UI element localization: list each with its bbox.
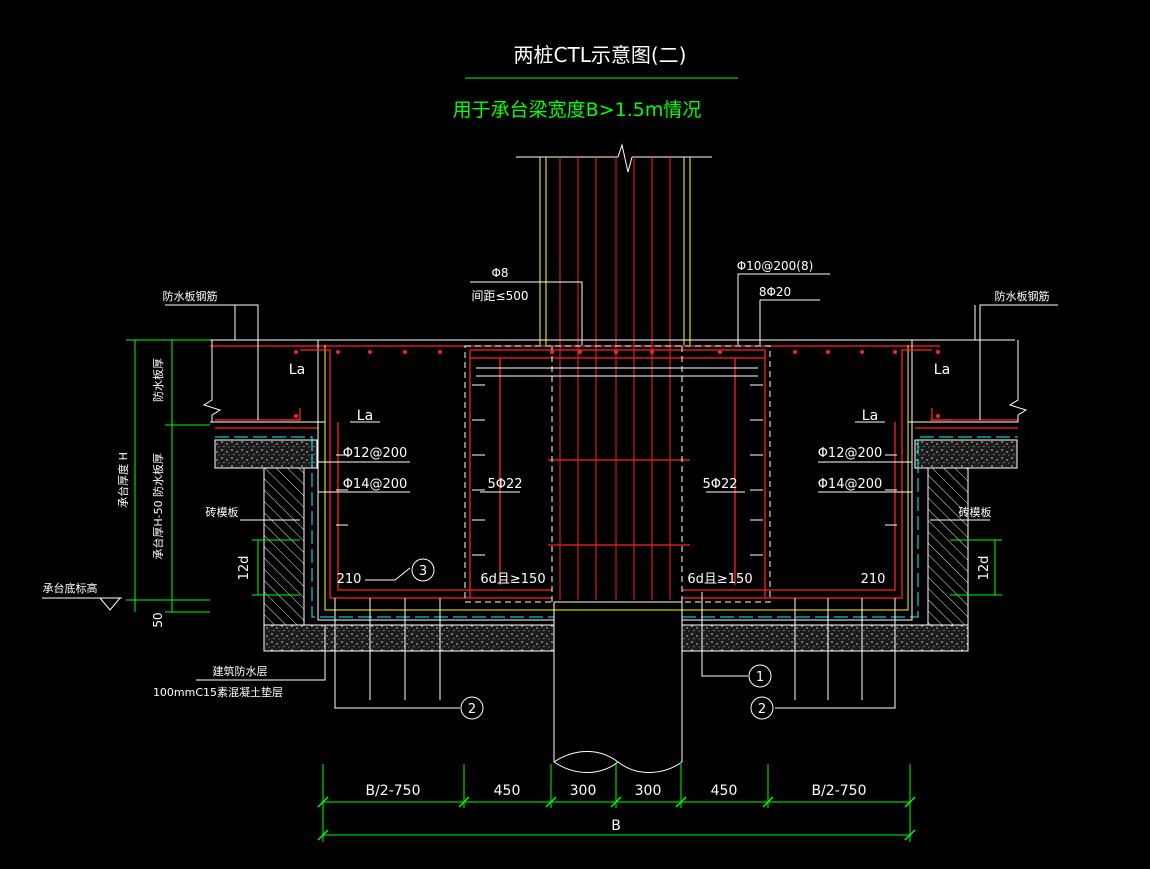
label-anchor-right: 6d且≥150 [687,572,752,587]
svg-text:3: 3 [419,564,427,579]
label-waterproof-thk-1: 防水板厚 [151,358,165,402]
label-phi14-right: Φ14@200 [818,477,883,492]
side-bar-ticks [336,384,897,556]
dim-text-1: B/2-750 [365,783,420,799]
svg-text:2: 2 [468,702,476,717]
callout-2-right: 2 [750,696,774,720]
label-la-mid-left: La [357,408,373,424]
label-stirrup-main: Φ10@200(8) [737,259,814,273]
dim-text-5: 450 [711,783,738,799]
rebar-dots [294,350,940,418]
callout-3: 3 [411,558,435,582]
label-top-bar: 8Φ20 [759,285,791,299]
dim-text-overall: B [611,818,621,834]
label-stirrup-spacing: 间距≤500 [472,289,529,303]
dim-text-6: B/2-750 [811,783,866,799]
label-phi14-left: Φ14@200 [343,477,408,492]
svg-text:1: 1 [756,670,764,685]
concrete-cushion [214,439,1018,652]
callout-1: 1 [748,664,772,688]
drawing-title: 两桩CTL示意图(二) [514,43,687,67]
label-waterproof-rebar-right: 防水板钢筋 [995,289,1050,303]
label-210-left: 210 [337,572,362,587]
left-dimension-rail [126,339,1002,613]
label-waterproof-layer: 建筑防水层 [213,664,268,678]
drawing-subtitle: 用于承台梁宽度B>1.5m情况 [453,99,702,121]
label-210-right: 210 [861,572,886,587]
label-la-top-right: La [934,362,950,378]
label-cushion: 100mmC15素混凝土垫层 [153,685,283,699]
label-brick-mold-left: 砖模板 [206,505,239,519]
label-cap-bottom: 承台底标高 [43,581,98,595]
dim-text-3: 300 [570,783,597,799]
stirrup-dashed [464,345,771,603]
label-side-bar-left: 5Φ22 [487,477,522,492]
label-anchor-left: 6d且≥150 [480,572,545,587]
label-phi12-right: Φ12@200 [818,446,883,461]
dim-text-2: 450 [494,783,521,799]
rebar-cage [278,349,952,599]
top-leaders [165,273,1058,681]
label-thickness-h50: 承台厚H-50 [151,500,165,559]
label-brick-mold-right: 砖模板 [959,505,992,519]
label-la-mid-right: La [862,408,878,424]
label-phi12-left: Φ12@200 [343,446,408,461]
waterproof-layer [215,436,1018,618]
pile [553,601,683,773]
column [516,143,712,600]
label-12d-right: 12d [977,556,992,581]
label-phi8: Φ8 [491,266,508,280]
label-thickness-h: 承台厚度 H [116,452,130,508]
bottom-leaders [295,592,896,709]
elevation-symbol [42,597,122,611]
svg-text:2: 2 [758,702,766,717]
brick-formwork [263,467,969,626]
label-side-bar-right: 5Φ22 [702,477,737,492]
bottom-dimensions [317,764,916,842]
dim-text-4: 300 [635,783,662,799]
callout-2-left: 2 [460,696,484,720]
label-50: 50 [151,612,165,627]
label-la-top-left: La [289,362,305,378]
label-waterproof-thk-2: 防水板厚 [151,453,165,497]
label-waterproof-rebar-left: 防水板钢筋 [163,289,218,303]
cap-outline [317,340,913,621]
label-12d-left: 12d [237,556,252,581]
